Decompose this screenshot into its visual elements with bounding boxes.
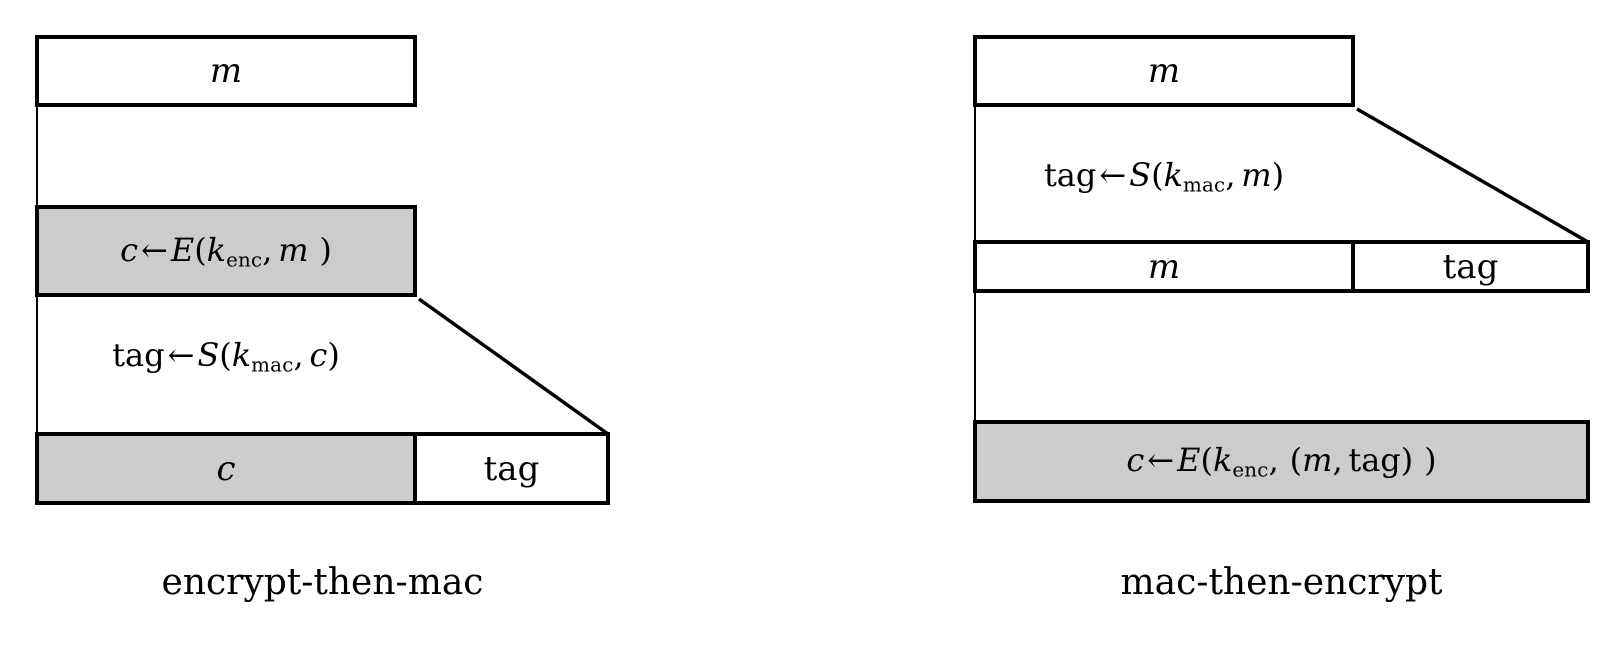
encrypt-left-close-paren: ): [319, 230, 332, 269]
encrypt-left-arg: m: [278, 230, 309, 269]
mac-right-open-paren: (: [1151, 155, 1164, 194]
box-encrypt-right: c←E(kenc,(m,tag)): [973, 420, 1590, 503]
encrypt-right-arg1: m: [1302, 441, 1333, 480]
encrypt-right-key-base: k: [1212, 441, 1233, 480]
encrypt-right-open-paren: (: [1200, 441, 1213, 480]
diagonal-connector-right: [1356, 107, 1589, 244]
encrypt-left-open-paren: (: [194, 230, 207, 269]
cell-tag-left-label: tag: [483, 448, 540, 489]
encrypt-left-arrow: ←: [141, 230, 168, 269]
encrypt-right-close-paren: ): [1424, 441, 1437, 480]
mac-right-output: tag: [1043, 155, 1097, 194]
box-encrypt-right-label: c←E(kenc,(m,tag)): [1126, 441, 1436, 482]
diagonal-connector-left: [417, 297, 610, 436]
mac-left-fn: S: [197, 335, 220, 374]
box-plaintext-right-label: m: [1147, 51, 1181, 91]
box-plaintext-left: m: [35, 35, 417, 107]
encrypt-right-fn: E: [1177, 441, 1201, 480]
encrypt-right-inner-open-paren: (: [1289, 441, 1303, 480]
encrypt-right-inner-comma: ,: [1332, 441, 1343, 480]
cell-ciphertext-left: c: [39, 436, 417, 501]
cell-tag-right: tag: [1355, 244, 1586, 289]
encrypt-left-key-sub: enc: [226, 248, 263, 272]
cell-message-right-label: m: [1147, 246, 1181, 287]
encrypt-left-fn: E: [170, 230, 195, 269]
mac-left-output: tag: [112, 335, 165, 374]
cell-message-right: m: [977, 244, 1355, 289]
cell-ciphertext-left-label: c: [216, 448, 236, 489]
mac-right-key-base: k: [1163, 155, 1183, 194]
mac-left-arrow: ←: [167, 335, 195, 374]
encrypt-right-output: c: [1126, 441, 1145, 480]
cell-tag-left: tag: [417, 436, 606, 501]
box-plaintext-right: m: [973, 35, 1355, 107]
caption-encrypt-then-mac-text: encrypt-then-mac: [161, 562, 484, 603]
mac-right-arg: m: [1241, 155, 1272, 194]
formula-mac-left: tag←S(kmac,c): [35, 330, 417, 382]
mac-right-close-paren: ): [1271, 155, 1285, 194]
box-encrypt-left-label: c←E(kenc,m): [120, 231, 332, 272]
box-encrypt-left: c←E(kenc,m): [35, 205, 417, 297]
box-message-and-tag-right: m tag: [973, 240, 1590, 293]
mac-left-close-paren: ): [327, 335, 340, 374]
encrypt-right-arg2: tag: [1348, 441, 1401, 480]
formula-mac-left-label: tag←S(kmac,c): [112, 336, 340, 377]
mac-left-open-paren: (: [219, 335, 232, 374]
formula-mac-right-label: tag←S(kmac,m): [1044, 156, 1284, 197]
box-output-left: c tag: [35, 432, 610, 505]
mac-right-comma: ,: [1225, 155, 1236, 194]
mac-right-fn: S: [1129, 155, 1152, 194]
encrypt-left-output: c: [120, 230, 139, 269]
mac-right-key-sub: mac: [1182, 173, 1226, 197]
mac-left-key-sub: mac: [251, 353, 294, 377]
encrypt-left-comma: ,: [262, 230, 273, 269]
encrypt-right-inner-close-paren: ): [1400, 441, 1414, 480]
mac-left-arg: c: [309, 335, 328, 374]
caption-mac-then-encrypt-text: mac-then-encrypt: [1120, 562, 1443, 603]
cell-tag-right-label: tag: [1442, 246, 1499, 287]
encrypt-right-comma: ,: [1268, 441, 1279, 480]
mac-right-arrow: ←: [1099, 155, 1127, 194]
encrypt-right-arrow: ←: [1147, 441, 1175, 480]
mac-left-key-base: k: [231, 335, 252, 374]
caption-mac-then-encrypt: mac-then-encrypt: [973, 562, 1590, 603]
encrypt-right-key-sub: enc: [1232, 458, 1269, 482]
encrypt-left-key-base: k: [206, 230, 227, 269]
box-plaintext-left-label: m: [209, 51, 243, 91]
mac-left-comma: ,: [293, 335, 304, 374]
formula-mac-right: tag←S(kmac,m): [973, 150, 1355, 202]
caption-encrypt-then-mac: encrypt-then-mac: [35, 562, 610, 603]
